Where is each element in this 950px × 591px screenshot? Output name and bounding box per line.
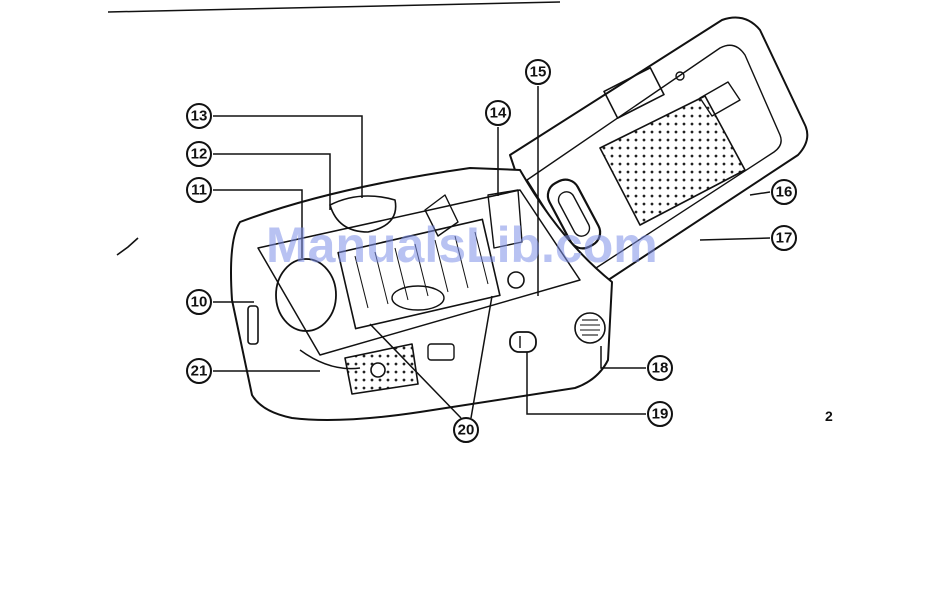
callout-21: 21 <box>187 359 211 383</box>
svg-text:20: 20 <box>458 422 475 439</box>
callout-10: 10 <box>187 290 211 314</box>
callout-16: 16 <box>772 180 796 204</box>
callout-19: 19 <box>648 402 672 426</box>
svg-text:19: 19 <box>652 406 669 423</box>
svg-text:11: 11 <box>191 182 207 199</box>
callout-17: 17 <box>772 226 796 250</box>
svg-text:13: 13 <box>191 108 208 125</box>
callout-20: 20 <box>454 418 478 442</box>
top-rule <box>108 2 560 12</box>
svg-text:21: 21 <box>191 363 208 380</box>
callout-12: 12 <box>187 142 211 166</box>
callout-13: 13 <box>187 104 211 128</box>
svg-text:17: 17 <box>776 230 793 247</box>
svg-text:18: 18 <box>652 360 669 377</box>
svg-text:15: 15 <box>530 64 547 81</box>
callout-14: 14 <box>486 101 510 125</box>
svg-text:10: 10 <box>191 294 208 311</box>
svg-text:12: 12 <box>191 146 208 163</box>
watermark-text: ManualsLib.com <box>266 217 658 273</box>
svg-text:14: 14 <box>490 105 507 122</box>
callout-15: 15 <box>526 60 550 84</box>
svg-text:16: 16 <box>776 184 793 201</box>
callout-11: 11 <box>187 178 211 202</box>
callout-18: 18 <box>648 356 672 380</box>
page-number: 2 <box>825 408 833 424</box>
stray-mark <box>117 238 138 255</box>
